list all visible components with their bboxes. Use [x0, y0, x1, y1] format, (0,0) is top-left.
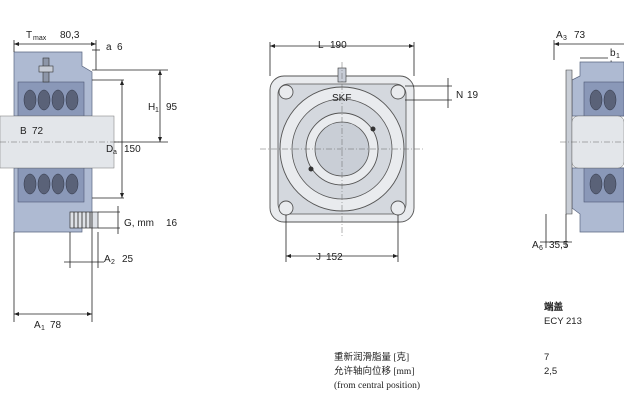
a1-value: 78 — [50, 320, 62, 331]
grease-nipple-hex — [38, 65, 54, 73]
left-section-view: T max 80,3 a 6 H 1 95 B 72 D a 150 G, mm… — [0, 30, 178, 332]
a1-label: A — [34, 320, 41, 331]
b-value: 72 — [32, 126, 44, 137]
right-section-view: A 3 73 b 1 b 2 A 6 35,5 — [532, 30, 624, 252]
bolt-hole — [278, 84, 294, 100]
a6-label: A — [532, 240, 539, 251]
l-label: L — [318, 40, 324, 51]
note-value-axial-displacement: 2,5 — [544, 366, 557, 377]
roller — [23, 89, 37, 111]
roller — [65, 89, 79, 111]
end-cover-part: ECY 213 — [544, 316, 582, 327]
t-max-value: 80,3 — [60, 30, 80, 41]
roller — [603, 173, 617, 195]
roller — [37, 89, 51, 111]
set-screw — [308, 166, 314, 172]
a3-label: A — [556, 30, 563, 41]
note-label-central-position: (from central position) — [334, 380, 420, 391]
a-value: 6 — [117, 42, 123, 53]
j-label: J — [316, 252, 321, 263]
roller — [51, 89, 65, 111]
a1-sub: 1 — [41, 325, 45, 332]
a6-sub: 6 — [539, 245, 543, 252]
t-max-sub: max — [33, 35, 47, 42]
l-value: 190 — [330, 40, 347, 51]
da-label: D — [106, 144, 113, 155]
b1-sub: 1 — [616, 53, 620, 60]
set-screw — [370, 126, 376, 132]
a-label: a — [106, 42, 112, 53]
note-label-axial-displacement: 允许轴向位移 [mm] — [334, 365, 414, 377]
t-max-label: T — [26, 30, 32, 41]
a3-sub: 3 — [563, 35, 567, 42]
roller — [65, 173, 79, 195]
note-value-relubrication: 7 — [544, 352, 549, 363]
g-value: 16 — [166, 218, 178, 229]
n-value: 19 — [467, 90, 479, 101]
a6-value: 35,5 — [549, 240, 569, 251]
roller — [37, 173, 51, 195]
mounting-bolt — [69, 211, 99, 229]
da-value: 150 — [124, 144, 141, 155]
note-label-relubrication: 重新润滑脂量 [克] — [334, 351, 409, 363]
j-value: 152 — [326, 252, 343, 263]
h1-sub: 1 — [155, 107, 159, 114]
end-cover-title: 端盖 — [544, 301, 564, 313]
h1-label: H — [148, 102, 155, 113]
roller — [589, 173, 603, 195]
a3-value: 73 — [574, 30, 586, 41]
b1-label: b — [610, 48, 616, 59]
a2-sub: 2 — [111, 259, 115, 266]
front-flange-view: L 190 SKF N 19 J 152 — [260, 40, 479, 263]
n-label: N — [456, 90, 463, 101]
roller — [51, 173, 65, 195]
roller — [589, 89, 603, 111]
bolt-hole — [390, 200, 406, 216]
notes-table: 重新润滑脂量 [克] 7 允许轴向位移 [mm] 2,5 (from centr… — [334, 351, 557, 391]
da-sub: a — [113, 149, 117, 156]
h1-value: 95 — [166, 102, 178, 113]
end-cover-info: 端盖 ECY 213 — [544, 301, 582, 327]
brand-mark: SKF — [332, 93, 351, 104]
roller — [603, 89, 617, 111]
g-label: G, mm — [124, 218, 154, 229]
a2-value: 25 — [122, 254, 134, 265]
b-label: B — [20, 126, 27, 137]
a2-label: A — [104, 254, 111, 265]
bolt-hole — [390, 84, 406, 100]
roller — [23, 173, 37, 195]
bolt-hole — [278, 200, 294, 216]
